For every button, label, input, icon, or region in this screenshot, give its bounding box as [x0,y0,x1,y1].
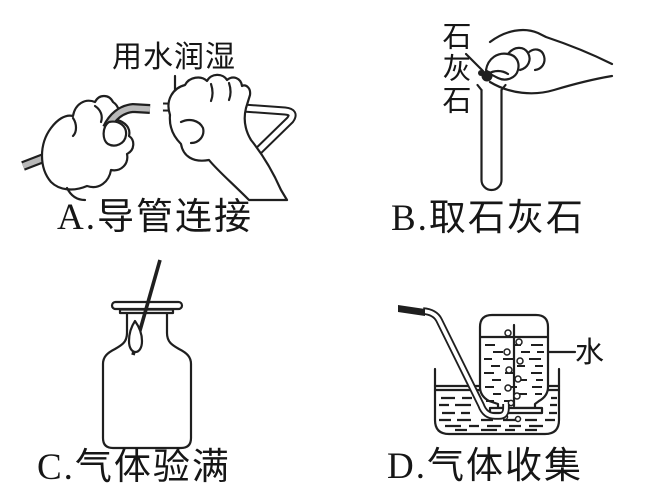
gas-collection-illustration [398,305,577,436]
panel-c-caption: C.气体验满 [37,447,231,488]
left-thumb [102,120,128,147]
bottle-water-dashes [484,344,544,402]
limestone-lump [478,70,493,82]
bottle-mouth-flange [488,406,544,415]
panel-b-caption: B.取石灰石 [391,198,585,239]
limestone-pickup-illustration [464,28,614,192]
delivery-tube-tip [398,305,425,316]
panel-a-caption: A.导管连接 [57,197,253,238]
tube-connection-illustration [21,73,297,202]
limestone-pointer-line [464,52,485,73]
water-trough [433,367,561,436]
panel-d-caption: D.气体收集 [387,446,583,487]
delivery-tube [398,305,510,420]
gas-bottle [101,308,193,450]
right-hand [167,73,289,202]
gas-full-test-illustration [101,259,193,450]
hand-with-limestone [484,28,614,95]
wet-with-water-label: 用水润湿 [112,41,236,74]
test-tube [476,83,507,192]
splint-flame [127,319,144,354]
bubbles [501,329,524,423]
water-label: 水 [575,337,606,369]
limestone-label: 石灰石 [438,21,470,117]
collecting-bottle [478,313,550,423]
